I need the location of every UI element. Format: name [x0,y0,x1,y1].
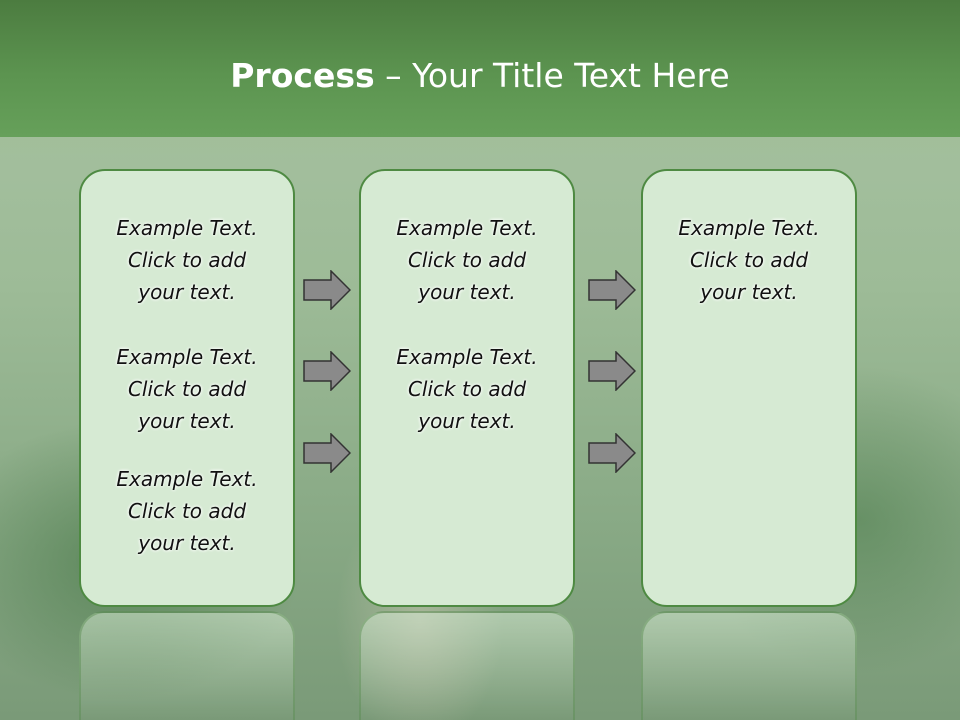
right-arrow-icon[interactable] [303,433,351,473]
box-reflection [641,611,857,720]
text-line: your text. [138,409,236,433]
text-line: Click to add [689,248,809,272]
text-line: your text. [138,531,236,555]
text-line: Example Text. [116,345,258,369]
text-line: Click to add [407,248,527,272]
text-block[interactable]: Example Text. Click to add your text. [81,463,293,559]
title-bold: Process [230,56,375,95]
process-box-2[interactable]: Example Text. Click to add your text. Ex… [359,169,575,607]
text-line: your text. [700,280,798,304]
text-line: your text. [418,280,516,304]
text-block[interactable]: Example Text. Click to add your text. [81,212,293,308]
title-bar-band [0,137,960,167]
text-line: Example Text. [116,216,258,240]
text-block[interactable]: Example Text. Click to add your text. [81,341,293,437]
slide-title[interactable]: Process – Your Title Text Here [0,56,960,95]
text-line: your text. [418,409,516,433]
text-line: Example Text. [678,216,820,240]
text-line: Example Text. [116,467,258,491]
text-line: Click to add [407,377,527,401]
right-arrow-icon[interactable] [588,270,636,310]
process-box-3[interactable]: Example Text. Click to add your text. [641,169,857,607]
box-reflection [79,611,295,720]
text-block[interactable]: Example Text. Click to add your text. [643,212,855,308]
text-line: Click to add [127,499,247,523]
right-arrow-icon[interactable] [588,351,636,391]
right-arrow-icon[interactable] [588,433,636,473]
right-arrow-icon[interactable] [303,351,351,391]
title-rest: – Your Title Text Here [374,56,730,95]
title-bar [0,0,960,137]
text-block[interactable]: Example Text. Click to add your text. [361,341,573,437]
right-arrow-icon[interactable] [303,270,351,310]
text-line: Click to add [127,377,247,401]
text-line: Example Text. [396,216,538,240]
text-line: Click to add [127,248,247,272]
text-block[interactable]: Example Text. Click to add your text. [361,212,573,308]
box-reflection [359,611,575,720]
text-line: Example Text. [396,345,538,369]
text-line: your text. [138,280,236,304]
process-box-1[interactable]: Example Text. Click to add your text. Ex… [79,169,295,607]
